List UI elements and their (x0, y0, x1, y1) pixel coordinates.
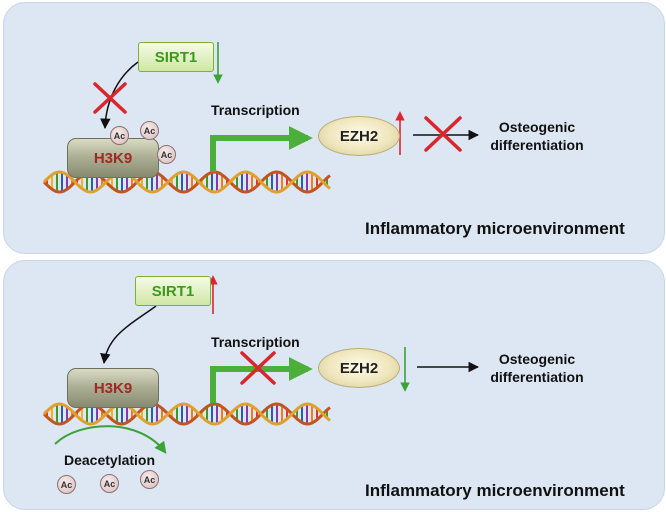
ezh2-node-top: EZH2 (318, 116, 400, 156)
deacetylation-label: Deacetylation (64, 452, 156, 468)
osteo-line1: Osteogenic (498, 119, 576, 135)
acetyl-mark: Ac (100, 474, 119, 493)
sirt1-label: SIRT1 (151, 282, 195, 300)
inhibition-cross-transcription (240, 351, 276, 385)
h3k9-label: H3K9 (93, 379, 133, 397)
osteogenic-label-bottom: Osteogenic differentiation (472, 350, 602, 386)
acetyl-mark: Ac (140, 121, 159, 140)
dna-strand (42, 402, 331, 426)
osteo-line2: differentiation (490, 369, 584, 385)
acetyl-mark: Ac (110, 126, 129, 145)
deacetylation-arc (54, 425, 167, 454)
h3k9-histone-bottom: H3K9 (67, 368, 159, 408)
osteo-line1: Osteogenic (498, 351, 576, 367)
ezh2-label: EZH2 (339, 127, 379, 145)
transcription-label-bottom: Transcription (211, 334, 300, 350)
h3k9-histone-top: H3K9 (67, 138, 159, 178)
acetyl-mark: Ac (140, 470, 159, 489)
osteo-line2: differentiation (490, 137, 584, 153)
sirt1-to-h3k9-arrow (100, 61, 139, 130)
osteogenic-label-top: Osteogenic differentiation (472, 118, 602, 154)
inhibition-cross-top (93, 82, 127, 114)
sirt1-to-h3k9-arrow-bottom (100, 305, 157, 365)
transcription-arrow-bottom (210, 357, 313, 403)
environment-label-top: Inflammatory microenvironment (365, 219, 625, 238)
sirt1-label: SIRT1 (154, 48, 198, 66)
inhibition-cross-osteo (424, 116, 462, 152)
transcription-label-top: Transcription (211, 102, 300, 118)
ezh2-node-bottom: EZH2 (318, 348, 400, 388)
transcription-arrow-top (210, 126, 313, 172)
acetyl-mark: Ac (57, 475, 76, 494)
ezh2-label: EZH2 (339, 359, 379, 377)
sirt1-box-bottom: SIRT1 (135, 276, 211, 306)
sirt1-box-top: SIRT1 (138, 42, 214, 72)
acetyl-mark: Ac (157, 145, 176, 164)
environment-label-bottom: Inflammatory microenvironment (365, 481, 625, 500)
h3k9-label: H3K9 (93, 149, 133, 167)
dna-strand (42, 170, 331, 194)
